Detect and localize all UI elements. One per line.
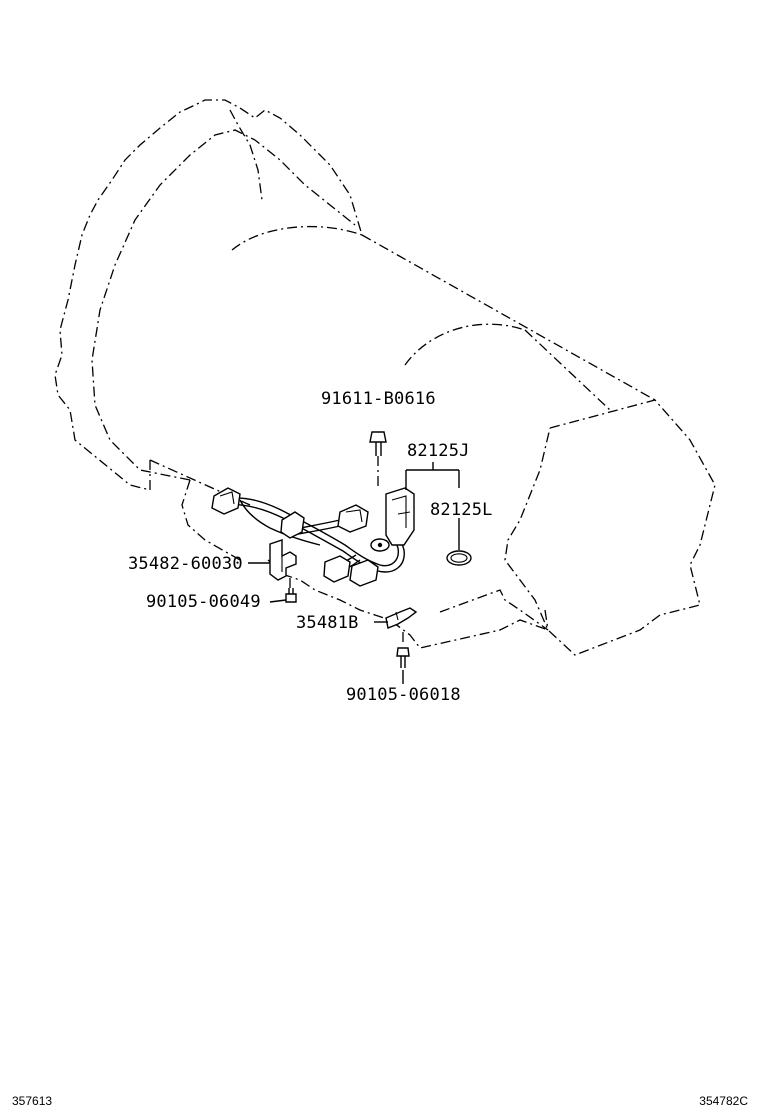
label-90105-06049: 90105-06049 (146, 592, 261, 612)
label-82125j: 82125J (407, 441, 470, 461)
o-ring-82125l (446, 550, 472, 566)
transmission-housing-outline (54, 99, 716, 656)
harness-connectors (211, 487, 379, 587)
bolt-90105-06049 (285, 578, 297, 603)
clamp-35481b (385, 607, 418, 629)
label-82125l: 82125L (430, 500, 493, 520)
label-91611-b0616: 91611-B0616 (321, 389, 436, 409)
label-90105-06018: 90105-06018 (346, 685, 461, 705)
bracket-35482-60030 (269, 539, 297, 581)
sensor-82125j (370, 487, 415, 552)
leader-lines (248, 462, 460, 684)
part-labels: 91611-B0616 82125J 82125L 35482-60030 90… (128, 389, 493, 705)
footer-left-code: 357613 (12, 1094, 52, 1108)
bolt-91611-b0616 (369, 431, 387, 490)
label-35482-60030: 35482-60030 (128, 554, 243, 574)
label-35481b: 35481B (296, 613, 359, 633)
bolt-90105-06018 (396, 632, 410, 668)
footer-right-code: 354782C (699, 1094, 748, 1108)
